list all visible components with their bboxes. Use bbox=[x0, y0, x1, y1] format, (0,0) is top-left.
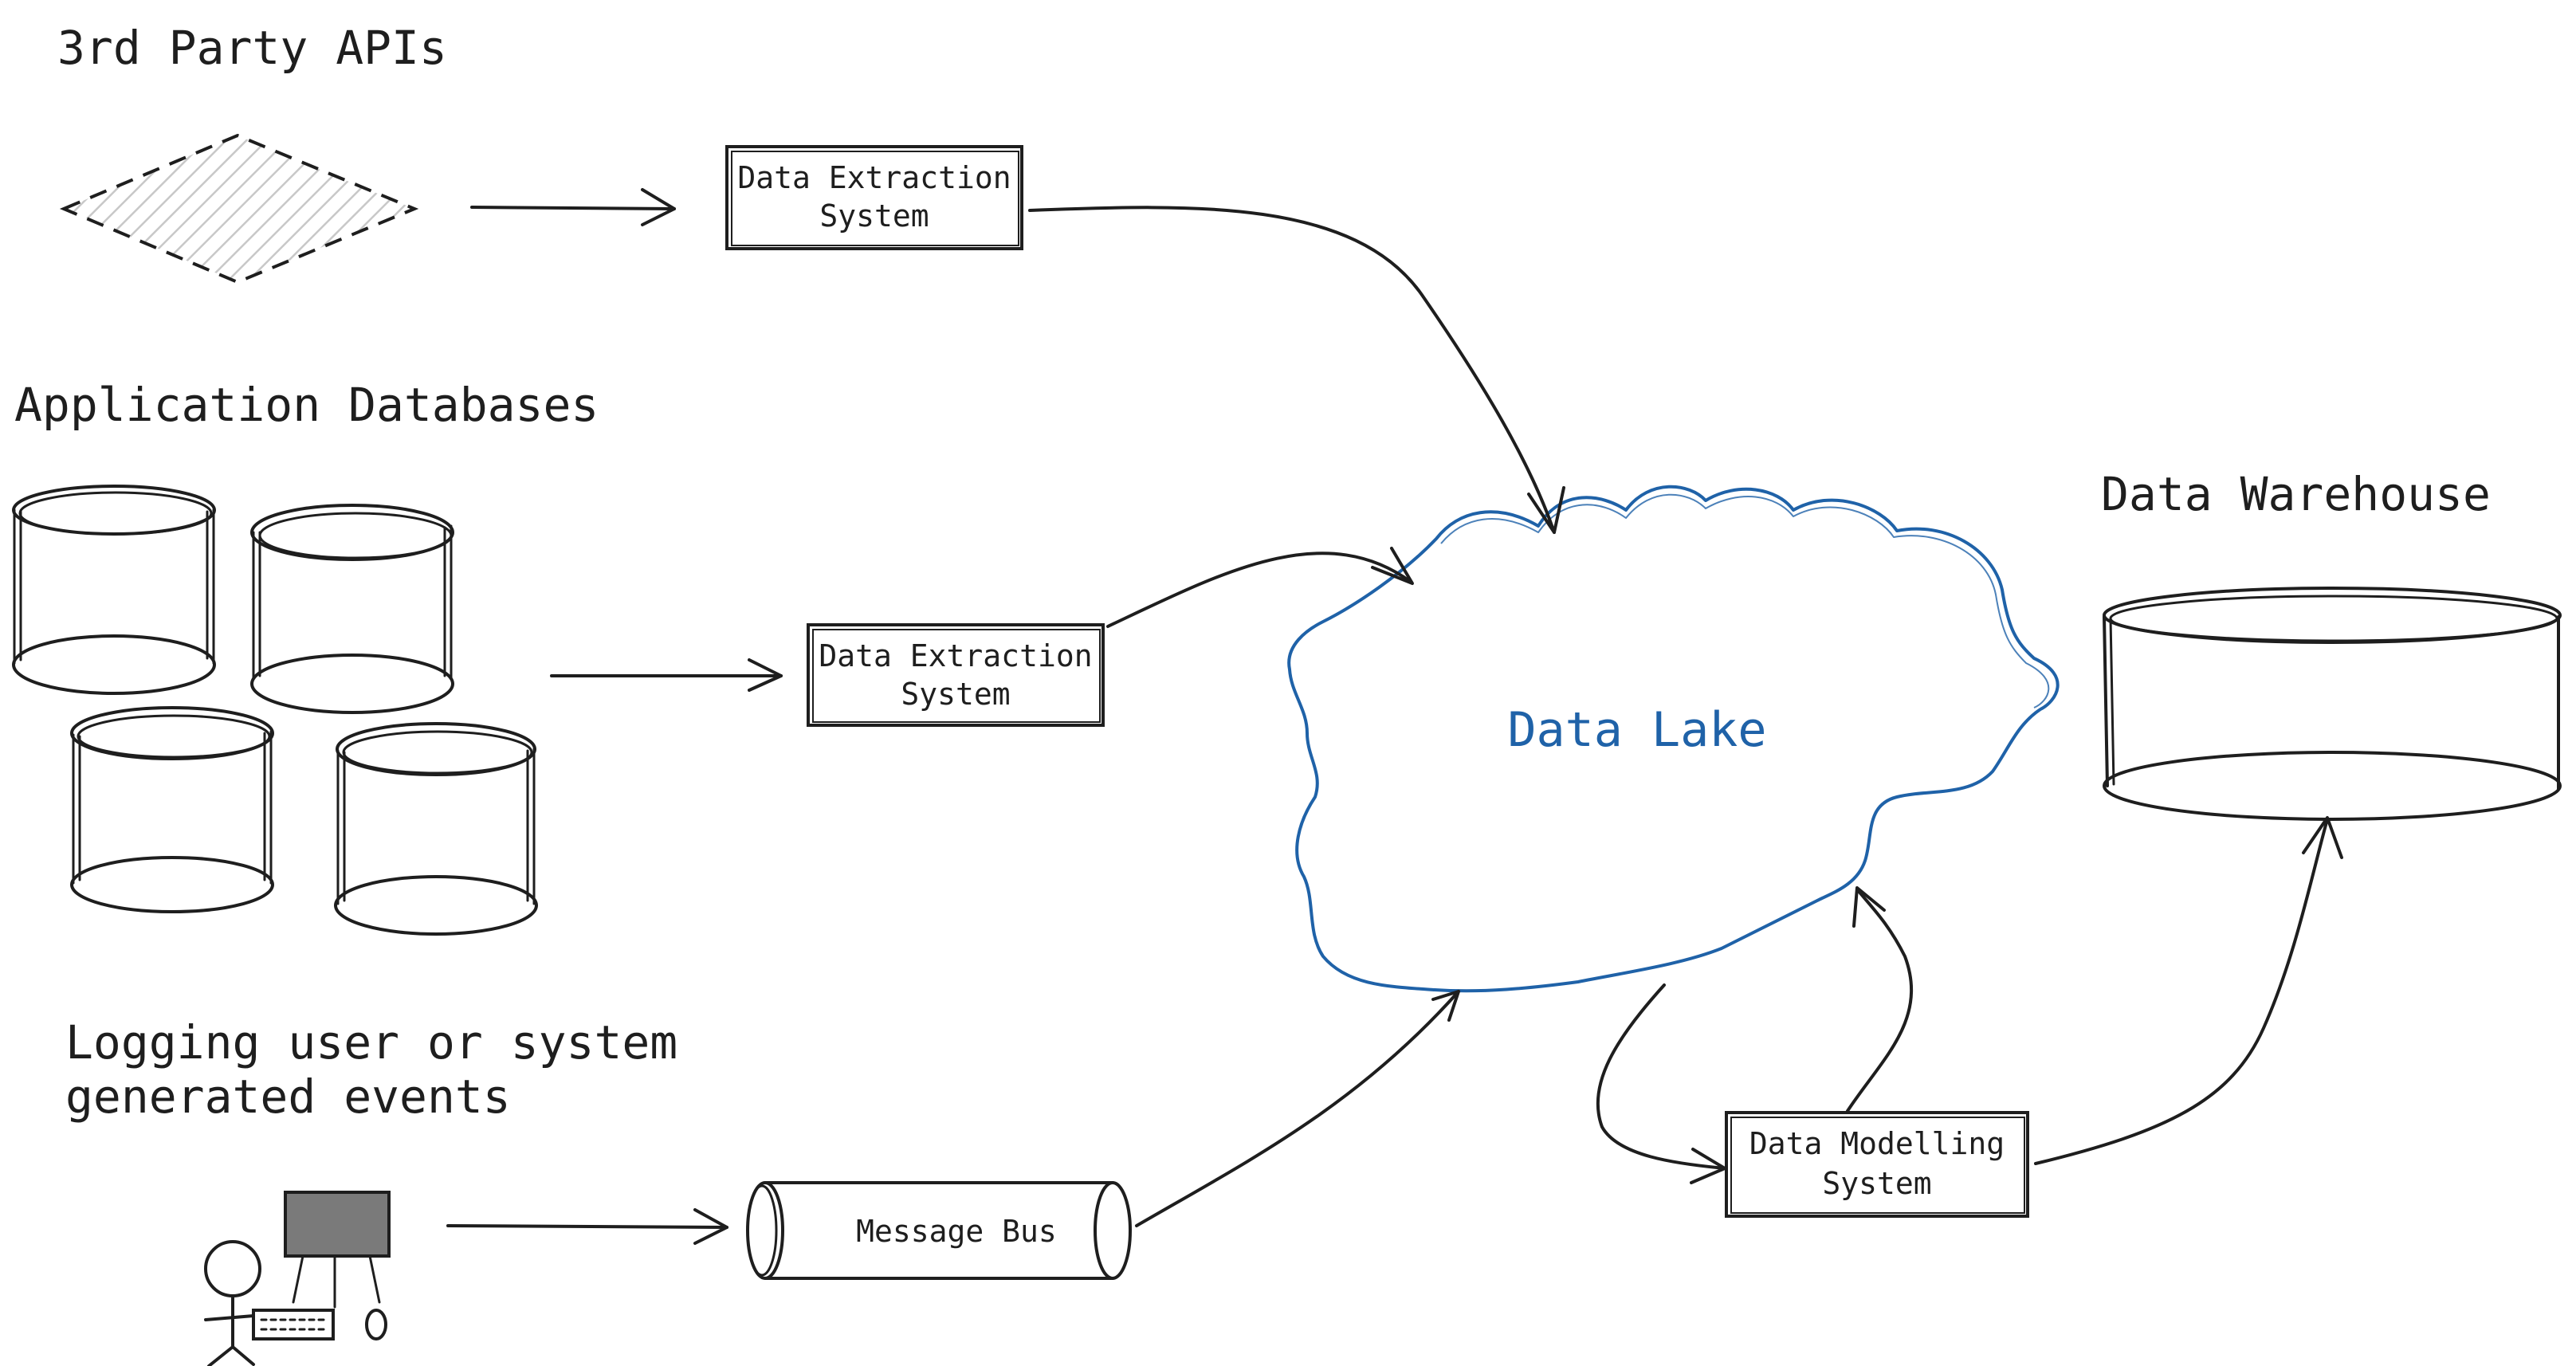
arrow-modelling-to-warehouse bbox=[2034, 816, 2343, 1165]
modelling-line2: System bbox=[1822, 1166, 1931, 1201]
database-cylinder-icon bbox=[250, 504, 454, 714]
arrow-extraction-mid-to-lake bbox=[1106, 547, 1414, 628]
arrow-databases-to-extraction bbox=[550, 658, 783, 692]
extraction-mid-line1: Data Extraction bbox=[819, 638, 1092, 673]
api-diamond-icon bbox=[59, 133, 419, 285]
data-warehouse-cylinder bbox=[2103, 587, 2562, 821]
arrow-lake-to-modelling bbox=[1596, 983, 1726, 1184]
extraction-top-line1: Data Extraction bbox=[737, 160, 1011, 195]
application-databases-label: Application Databases bbox=[14, 378, 599, 432]
data-lake-label: Data Lake bbox=[1507, 702, 1766, 758]
data-modelling-system-box: Data Modelling System bbox=[1725, 1111, 2029, 1218]
extraction-top-line2: System bbox=[819, 198, 929, 234]
database-cylinder-icon bbox=[12, 485, 216, 695]
arrow-extraction-top-to-lake bbox=[1028, 206, 1565, 534]
arrow-apis-to-extraction bbox=[470, 188, 676, 226]
database-cylinder-icon bbox=[70, 706, 274, 913]
data-extraction-system-box-top: Data Extraction System bbox=[725, 145, 1023, 250]
message-bus-label: Message Bus bbox=[856, 1214, 1057, 1249]
arrow-message-bus-to-lake bbox=[1135, 990, 1460, 1227]
database-cylinder-icon bbox=[334, 722, 538, 936]
third-party-apis-label: 3rd Party APIs bbox=[57, 21, 447, 75]
data-warehouse-label: Data Warehouse bbox=[2101, 467, 2491, 521]
message-bus-cylinder: Message Bus bbox=[746, 1181, 1132, 1280]
person-at-computer-icon bbox=[204, 1191, 391, 1366]
arrow-modelling-to-lake bbox=[1846, 886, 1914, 1113]
modelling-line1: Data Modelling bbox=[1749, 1126, 2005, 1161]
data-extraction-system-box-middle: Data Extraction System bbox=[807, 623, 1105, 727]
logging-events-label-line1: Logging user or system bbox=[65, 1015, 677, 1070]
logging-events-label-line2: generated events bbox=[65, 1070, 511, 1124]
extraction-mid-line2: System bbox=[901, 677, 1010, 712]
arrow-logging-to-message-bus bbox=[446, 1208, 728, 1245]
